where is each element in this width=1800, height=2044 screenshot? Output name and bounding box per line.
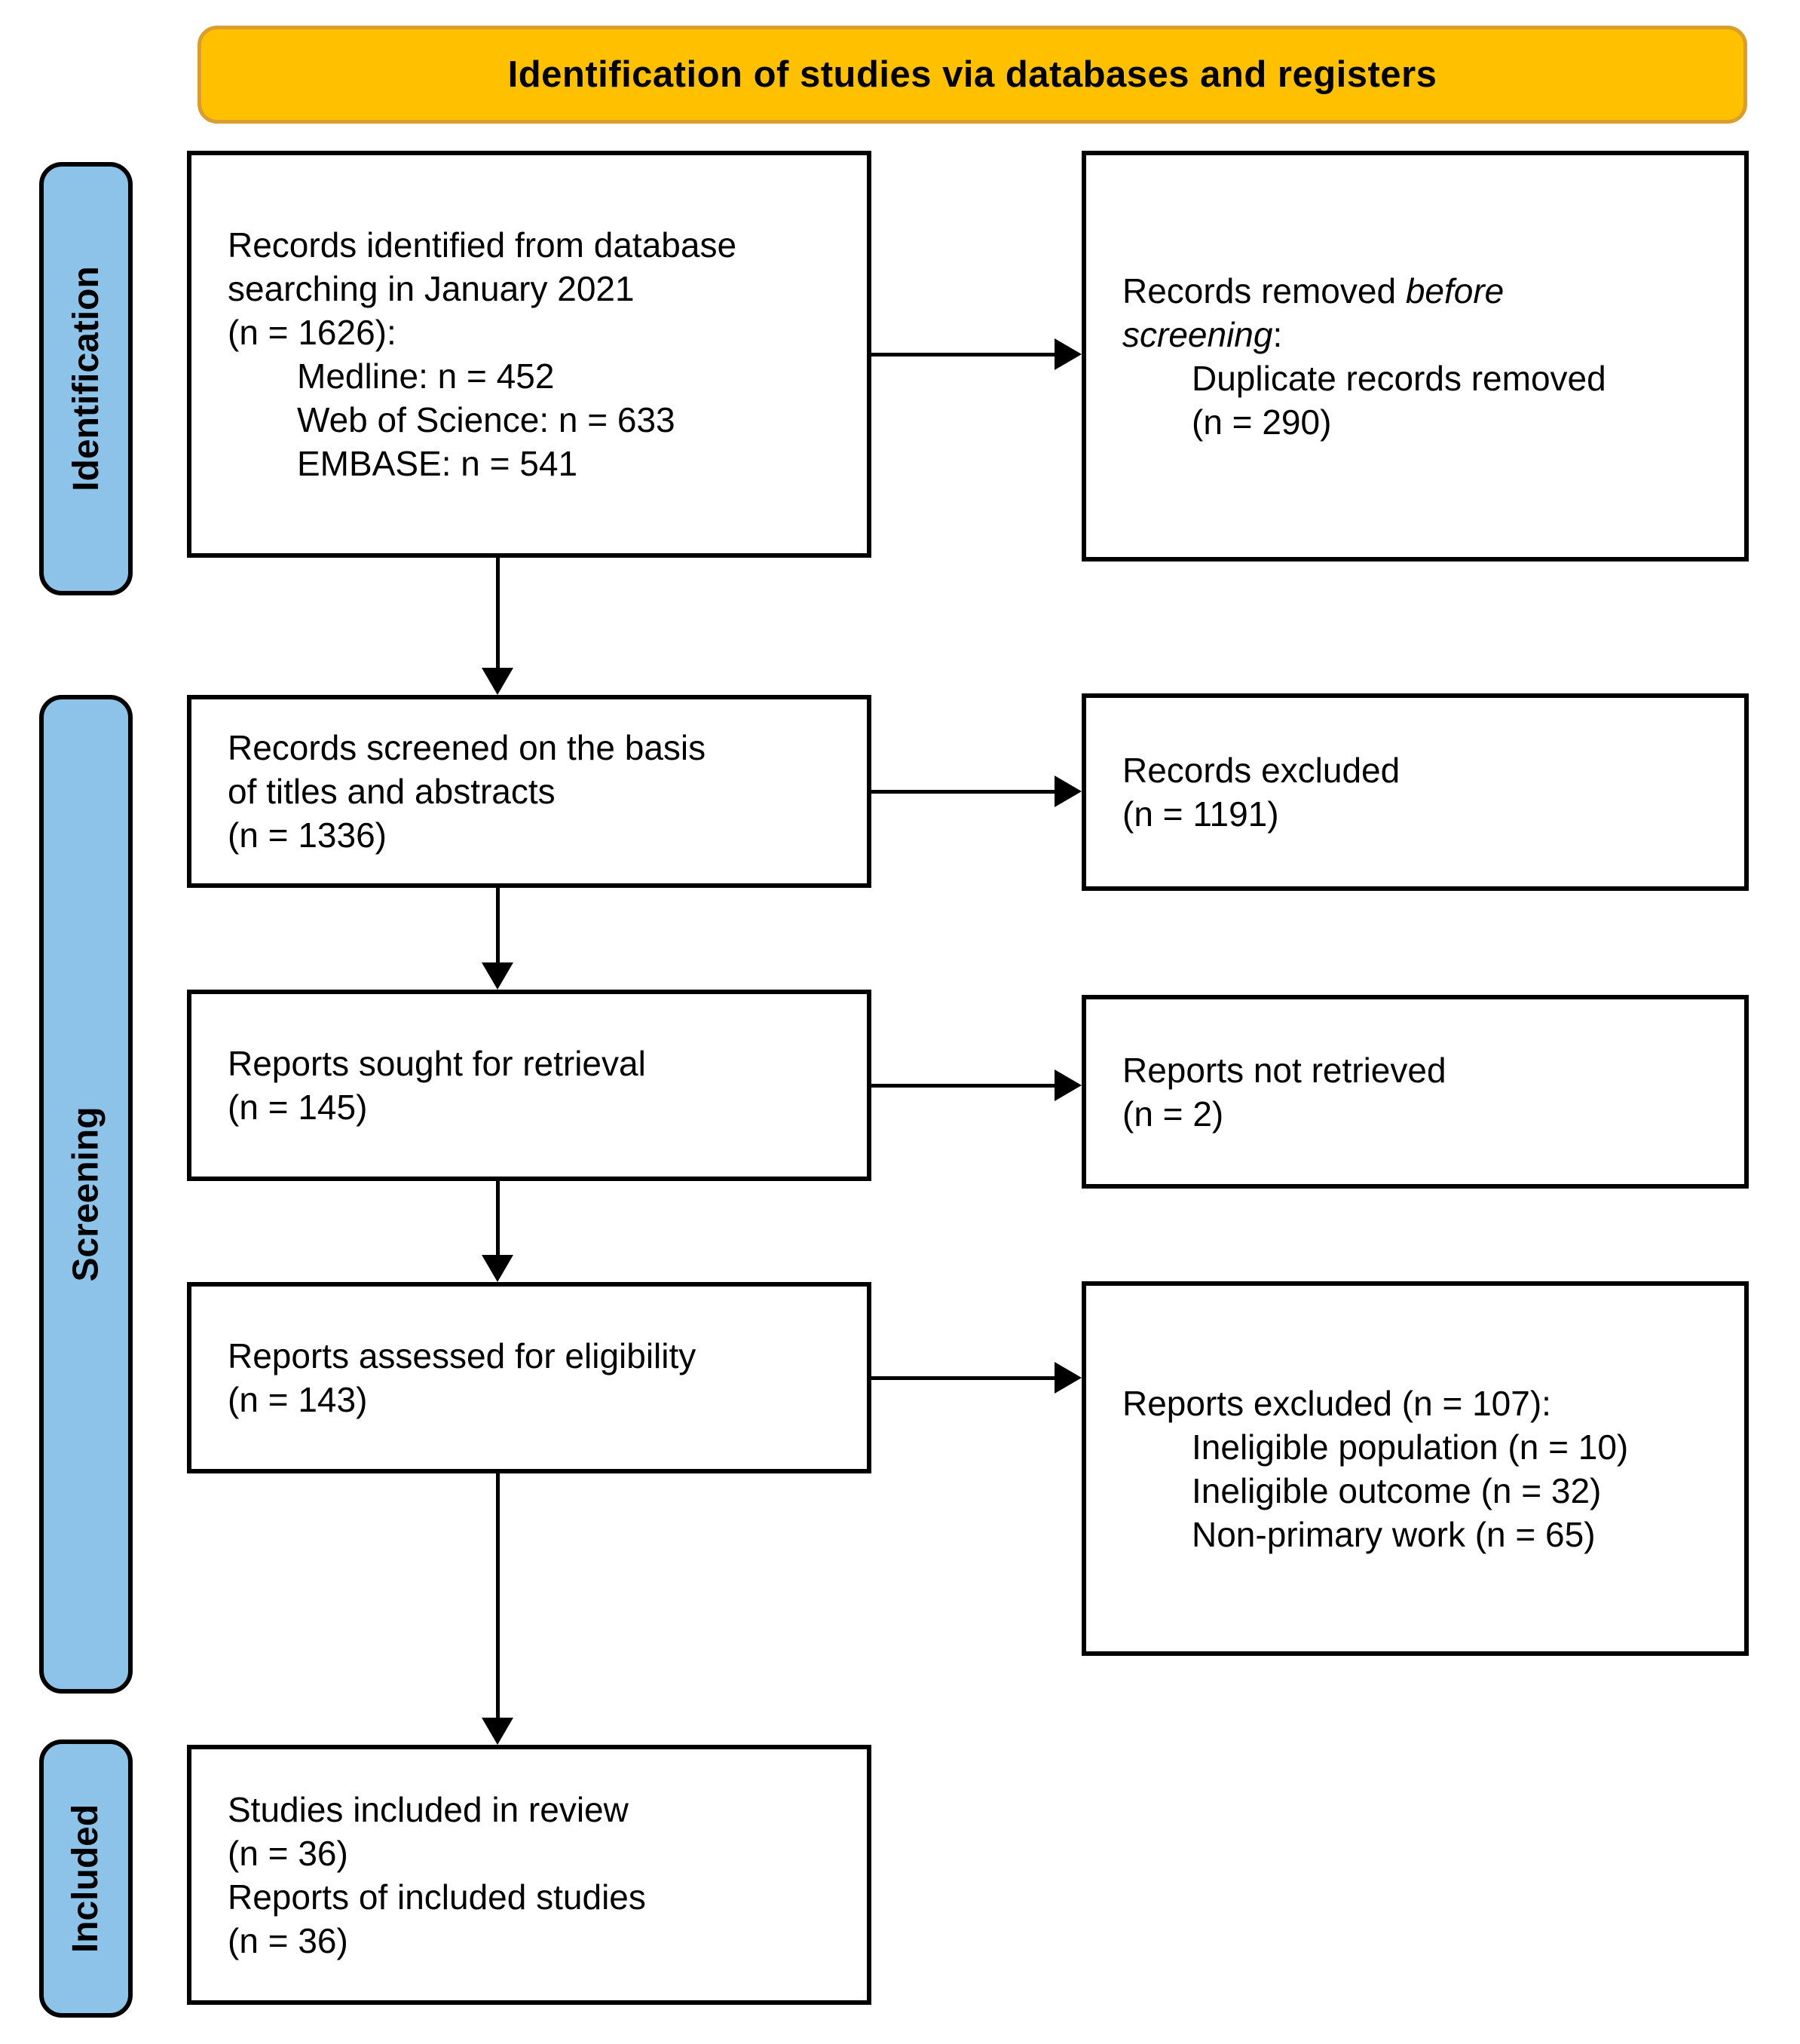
stage-screening: Screening [39,695,133,1694]
box-studies-included: Studies included in review (n = 36) Repo… [187,1745,871,2005]
box-line: Ineligible outcome (n = 32) [1192,1470,1602,1510]
box-records-excluded: Records excluded (n = 1191) [1082,693,1749,891]
arrowhead-down-icon [482,962,513,990]
box-line: (n = 2) [1122,1094,1224,1134]
box-records-identified: Records identified from database searchi… [187,151,871,558]
box-line: Reports excluded (n = 107): [1122,1383,1551,1423]
box-reports-not-retrieved: Reports not retrieved (n = 2) [1082,995,1749,1189]
box-reports-excluded: Reports excluded (n = 107): Ineligible p… [1082,1281,1749,1656]
box-line: (n = 1626): [228,313,396,352]
box-reports-assessed: Reports assessed for eligibility (n = 14… [187,1282,871,1473]
box-reports-sought: Reports sought for retrieval (n = 145) [187,990,871,1181]
box-line: Records screened on the basis [228,728,706,767]
connector-screened-to-sought [496,888,500,963]
stage-included-label: Included [66,1804,106,1954]
box-records-screened: Records screened on the basis of titles … [187,695,871,888]
connector-sought-to-assessed [496,1181,500,1255]
arrowhead-right-icon [1055,1069,1082,1101]
box-line: Non-primary work (n = 65) [1192,1514,1596,1554]
stage-screening-label: Screening [66,1106,106,1282]
box-line: Reports sought for retrieval [228,1044,646,1083]
box-line: screening: [1122,313,1732,356]
box-line: Medline: n = 452 [297,356,555,396]
banner: Identification of studies via databases … [197,26,1747,124]
box-line: Reports not retrieved [1122,1050,1446,1090]
connector-assessed-to-included [496,1473,500,1718]
arrowhead-right-icon [1055,1362,1082,1394]
box-line: Ineligible population (n = 10) [1192,1427,1629,1467]
arrowhead-down-icon [482,668,513,695]
box-line: Records identified from database [228,225,737,265]
box-line: (n = 143) [228,1380,368,1419]
box-line: (n = 290) [1192,402,1332,442]
text-normal: : [1272,314,1283,354]
box-line: (n = 36) [228,1833,348,1873]
connector-assessed-to-reports-excluded [871,1376,1056,1380]
arrowhead-right-icon [1055,338,1082,370]
stage-identification-label: Identification [66,266,106,491]
arrowhead-down-icon [482,1718,513,1745]
box-line: (n = 36) [228,1920,348,1960]
connector-screened-to-excluded [871,790,1056,794]
text-italic: before [1405,271,1505,311]
banner-title: Identification of studies via databases … [507,54,1437,95]
box-line: (n = 1191) [1122,794,1279,834]
box-line: Web of Science: n = 633 [297,400,675,439]
text-italic: screening [1122,314,1273,354]
connector-sought-to-not-retrieved [871,1084,1056,1088]
stage-included: Included [39,1740,133,2018]
box-line: Duplicate records removed [1192,358,1606,398]
stage-identification: Identification [39,162,133,595]
arrowhead-right-icon [1055,776,1082,807]
text-normal: Records removed [1122,271,1406,311]
box-line: searching in January 2021 [228,269,635,308]
box-records-removed: Records removed before screening: Duplic… [1082,151,1749,561]
box-line: Studies included in review [228,1789,629,1829]
box-line: Records excluded [1122,751,1401,790]
box-line: Reports of included studies [228,1877,646,1917]
connector-identified-to-screened [496,558,500,671]
box-line: EMBASE: n = 541 [297,444,578,483]
connector-identified-to-removed [871,353,1056,356]
arrowhead-down-icon [482,1255,513,1282]
box-line: (n = 145) [228,1088,368,1127]
box-line: Records removed before [1122,269,1732,313]
box-line: of titles and abstracts [228,772,556,811]
box-line: Reports assessed for eligibility [228,1336,696,1375]
box-line: (n = 1336) [228,815,387,855]
